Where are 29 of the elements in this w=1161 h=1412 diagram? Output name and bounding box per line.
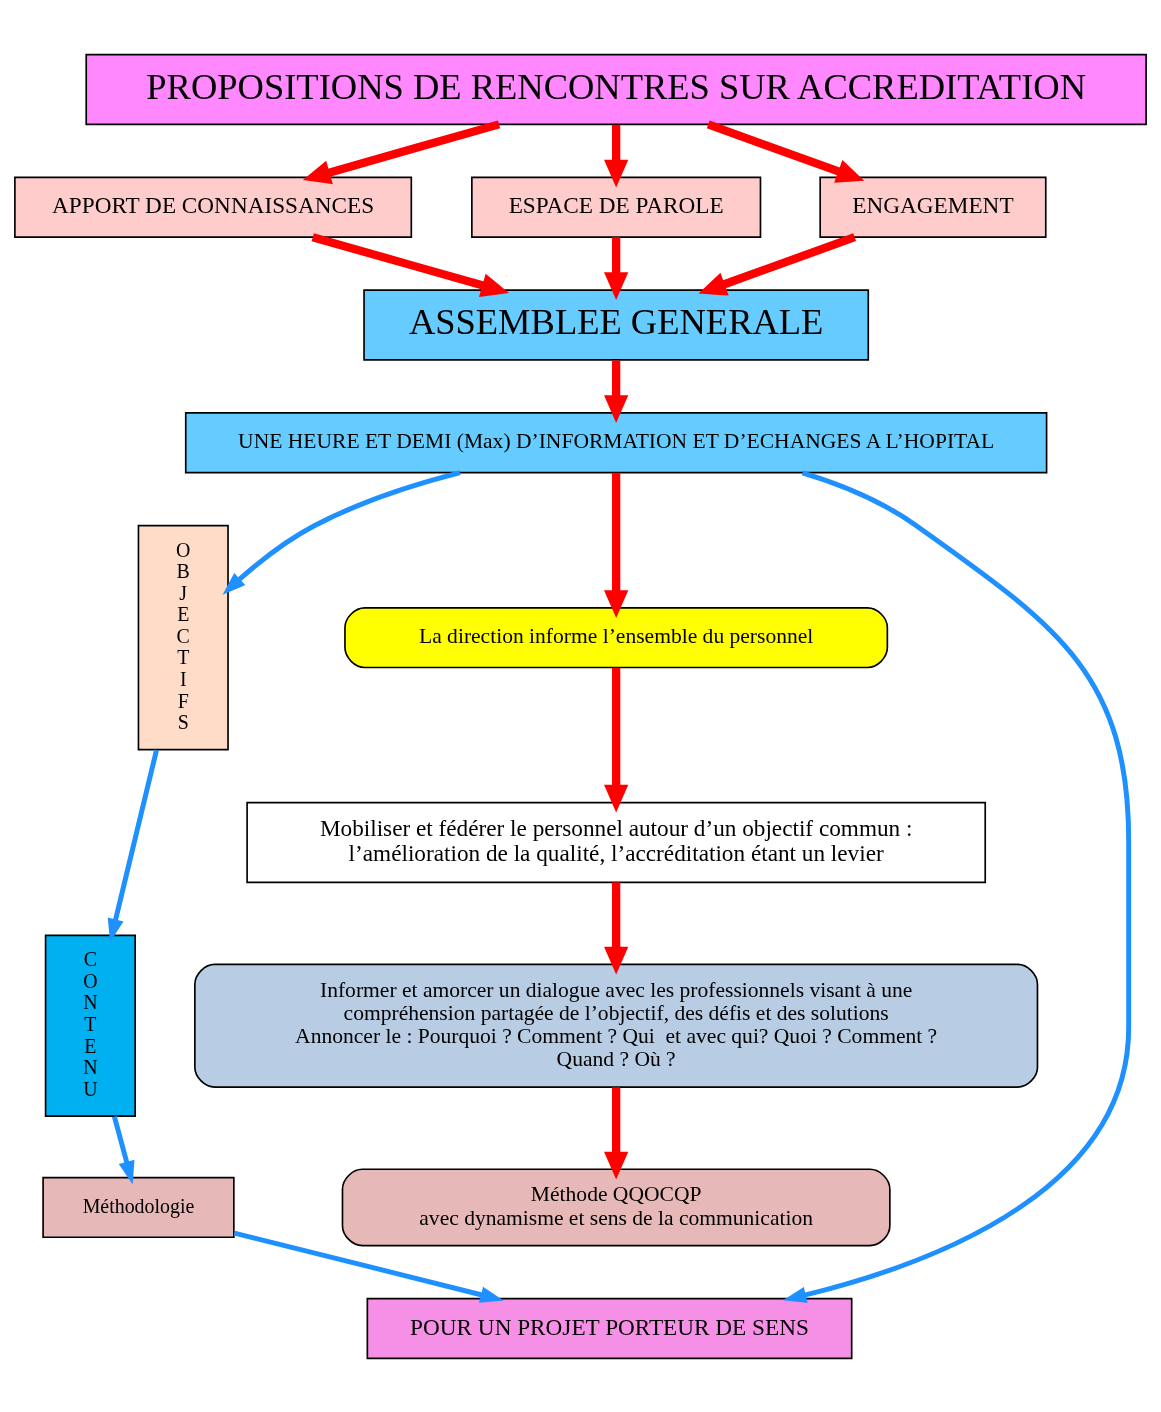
node-box: POUR UN PROJET PORTEUR DE SENS bbox=[366, 1297, 853, 1359]
arrow bbox=[604, 667, 629, 813]
node-box: La direction informe l’ensemble du personnel bbox=[344, 606, 889, 668]
node-box: Méthode QQOCQP avec dynamisme et sens de la communication bbox=[341, 1167, 891, 1246]
arrow bbox=[698, 232, 857, 296]
arrow bbox=[604, 472, 629, 618]
arrow bbox=[302, 119, 501, 184]
arrow bbox=[604, 124, 629, 187]
arrow bbox=[604, 881, 629, 974]
node-box: PROPOSITIONS DE RENCONTRES SUR ACCREDITATION bbox=[85, 53, 1147, 125]
arrow bbox=[604, 236, 629, 300]
node-box: OBJECTIFS bbox=[137, 524, 229, 750]
node-box: Mobiliser et fédérer le personnel autour d’un objectif commun : l’amélioration de la qualité, l’accréditation étant un levier bbox=[246, 801, 987, 883]
arrow bbox=[107, 749, 159, 942]
node-box: APPORT DE CONNAISSANCES bbox=[14, 176, 413, 238]
arrow bbox=[604, 359, 629, 423]
node-box: ASSEMBLEE GENERALE bbox=[363, 288, 870, 361]
node-box: CONTENU bbox=[44, 934, 136, 1117]
node-box: Informer et amorcer un dialogue avec les professionnels visant à une compréhension partagée de l’objectif, des défis et des solutions Annoncer le : Pourquoi ? Comment ? Qui et avec qui? Quoi ? Comment ? Quand ? Où ? bbox=[194, 963, 1039, 1088]
arrow bbox=[112, 1115, 135, 1184]
arrow bbox=[233, 1230, 504, 1303]
arrow bbox=[222, 469, 461, 595]
node-box: ESPACE DE PAROLE bbox=[471, 176, 762, 238]
arrow bbox=[604, 1086, 629, 1180]
node-box: ENGAGEMENT bbox=[819, 176, 1047, 238]
arrow bbox=[783, 469, 1132, 1303]
arrow bbox=[706, 120, 865, 183]
node-box: Méthodologie bbox=[42, 1176, 235, 1238]
node-box: UNE HEURE ET DEMI (Max) D’INFORMATION ET D’ECHANGES A L’HOPITAL bbox=[184, 411, 1048, 473]
